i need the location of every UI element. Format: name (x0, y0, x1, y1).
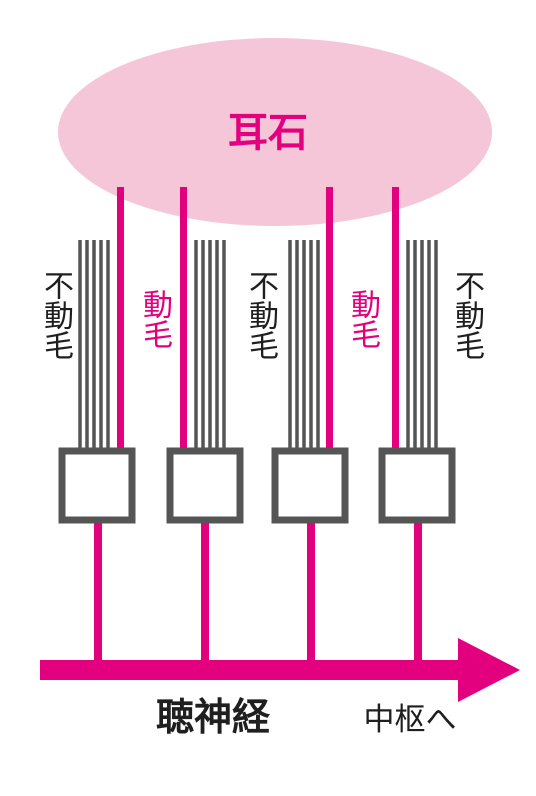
kinocilium-label: 動毛 (345, 289, 380, 349)
nerve-arrow-head (458, 638, 520, 702)
stereocilia-bundle (406, 240, 438, 448)
hair-cell-body (271, 447, 349, 524)
nerve-arrow-shaft (40, 660, 465, 680)
kinocilium (392, 187, 399, 448)
nerve-fiber (414, 520, 422, 666)
otolith (58, 38, 492, 226)
to-center-label: 中枢へ (363, 702, 457, 738)
nerve-fiber (94, 520, 102, 666)
hair-cell-body (58, 447, 136, 524)
stereocilia-bundle (194, 240, 226, 448)
auditory-nerve-label: 聴神経 (155, 695, 270, 739)
kinocilium (180, 187, 187, 448)
kinocilium (117, 187, 124, 448)
kinocilium (326, 187, 333, 448)
stereocilia-bundle (78, 240, 110, 448)
stereocilia-label: 不動毛 (38, 270, 73, 360)
nerve-fiber (307, 520, 315, 666)
otolith-label: 耳石 (228, 110, 308, 156)
nerve-fiber (201, 520, 209, 666)
kinocilium-label: 動毛 (137, 289, 172, 349)
hair-cell-body (166, 447, 244, 524)
stereocilia-label: 不動毛 (243, 270, 278, 360)
stereocilia-label: 不動毛 (449, 270, 484, 360)
hair-cell-body (378, 447, 456, 524)
stereocilia-bundle (288, 240, 320, 448)
